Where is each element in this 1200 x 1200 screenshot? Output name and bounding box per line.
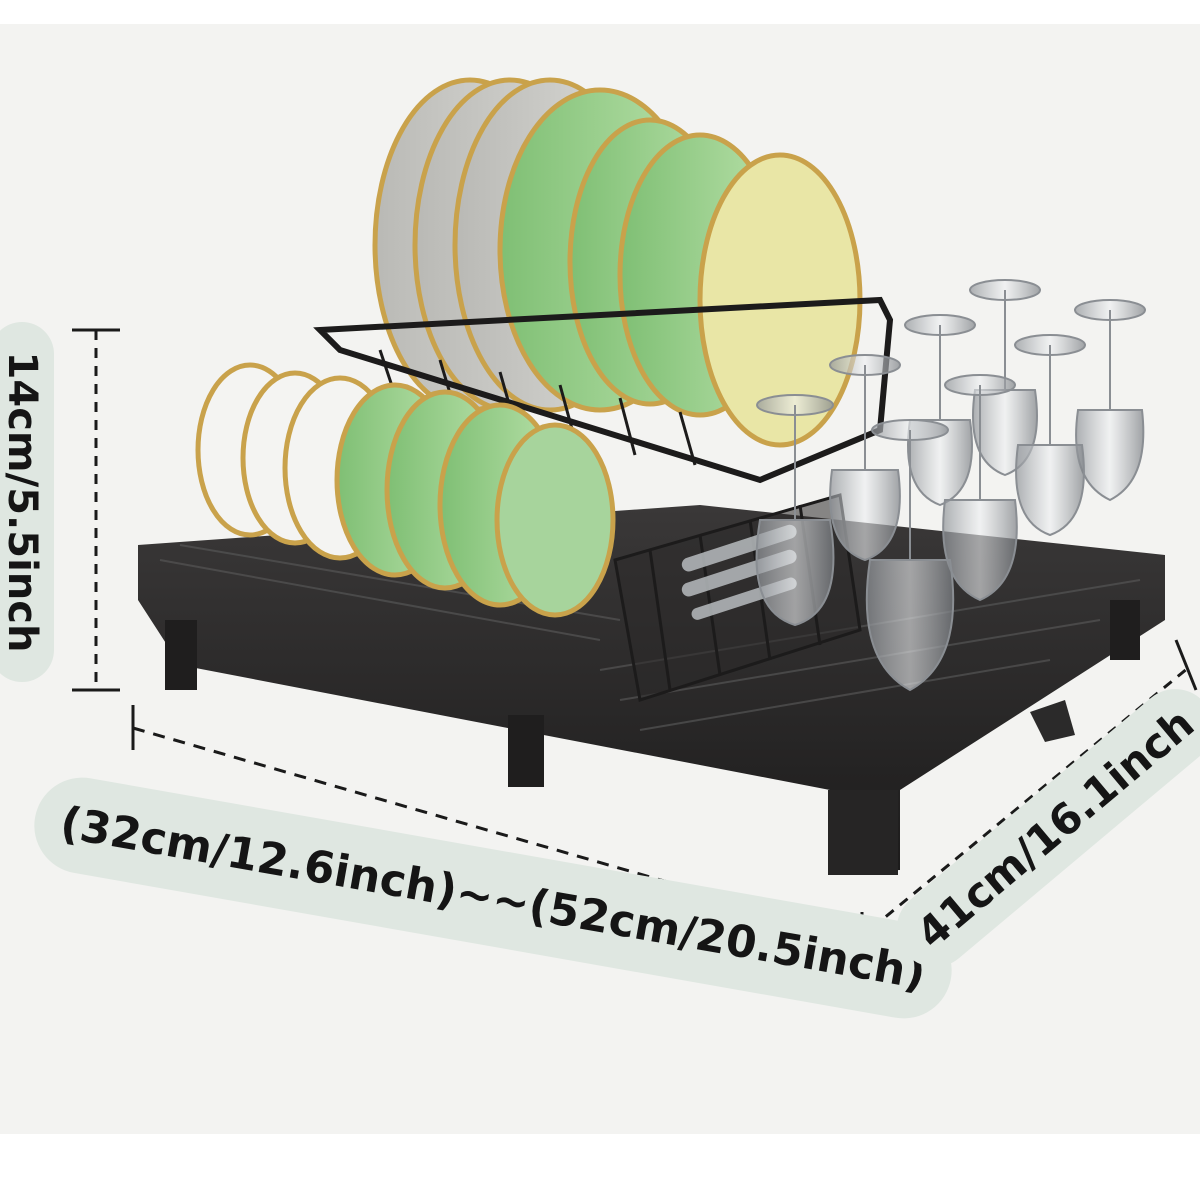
tray-leg (508, 715, 544, 787)
height-label-text: 14cm/5.5inch (0, 351, 45, 653)
wine-glasses (755, 279, 1146, 692)
tray-leg (1110, 600, 1140, 660)
plate-rack (313, 77, 894, 484)
drain-spout (1030, 700, 1075, 742)
height-dimension-line (72, 328, 120, 692)
height-label: 14cm/5.5inch (0, 322, 54, 682)
tray-leg (165, 620, 197, 690)
bowl-stack (195, 362, 616, 618)
tray-leg (828, 790, 898, 875)
